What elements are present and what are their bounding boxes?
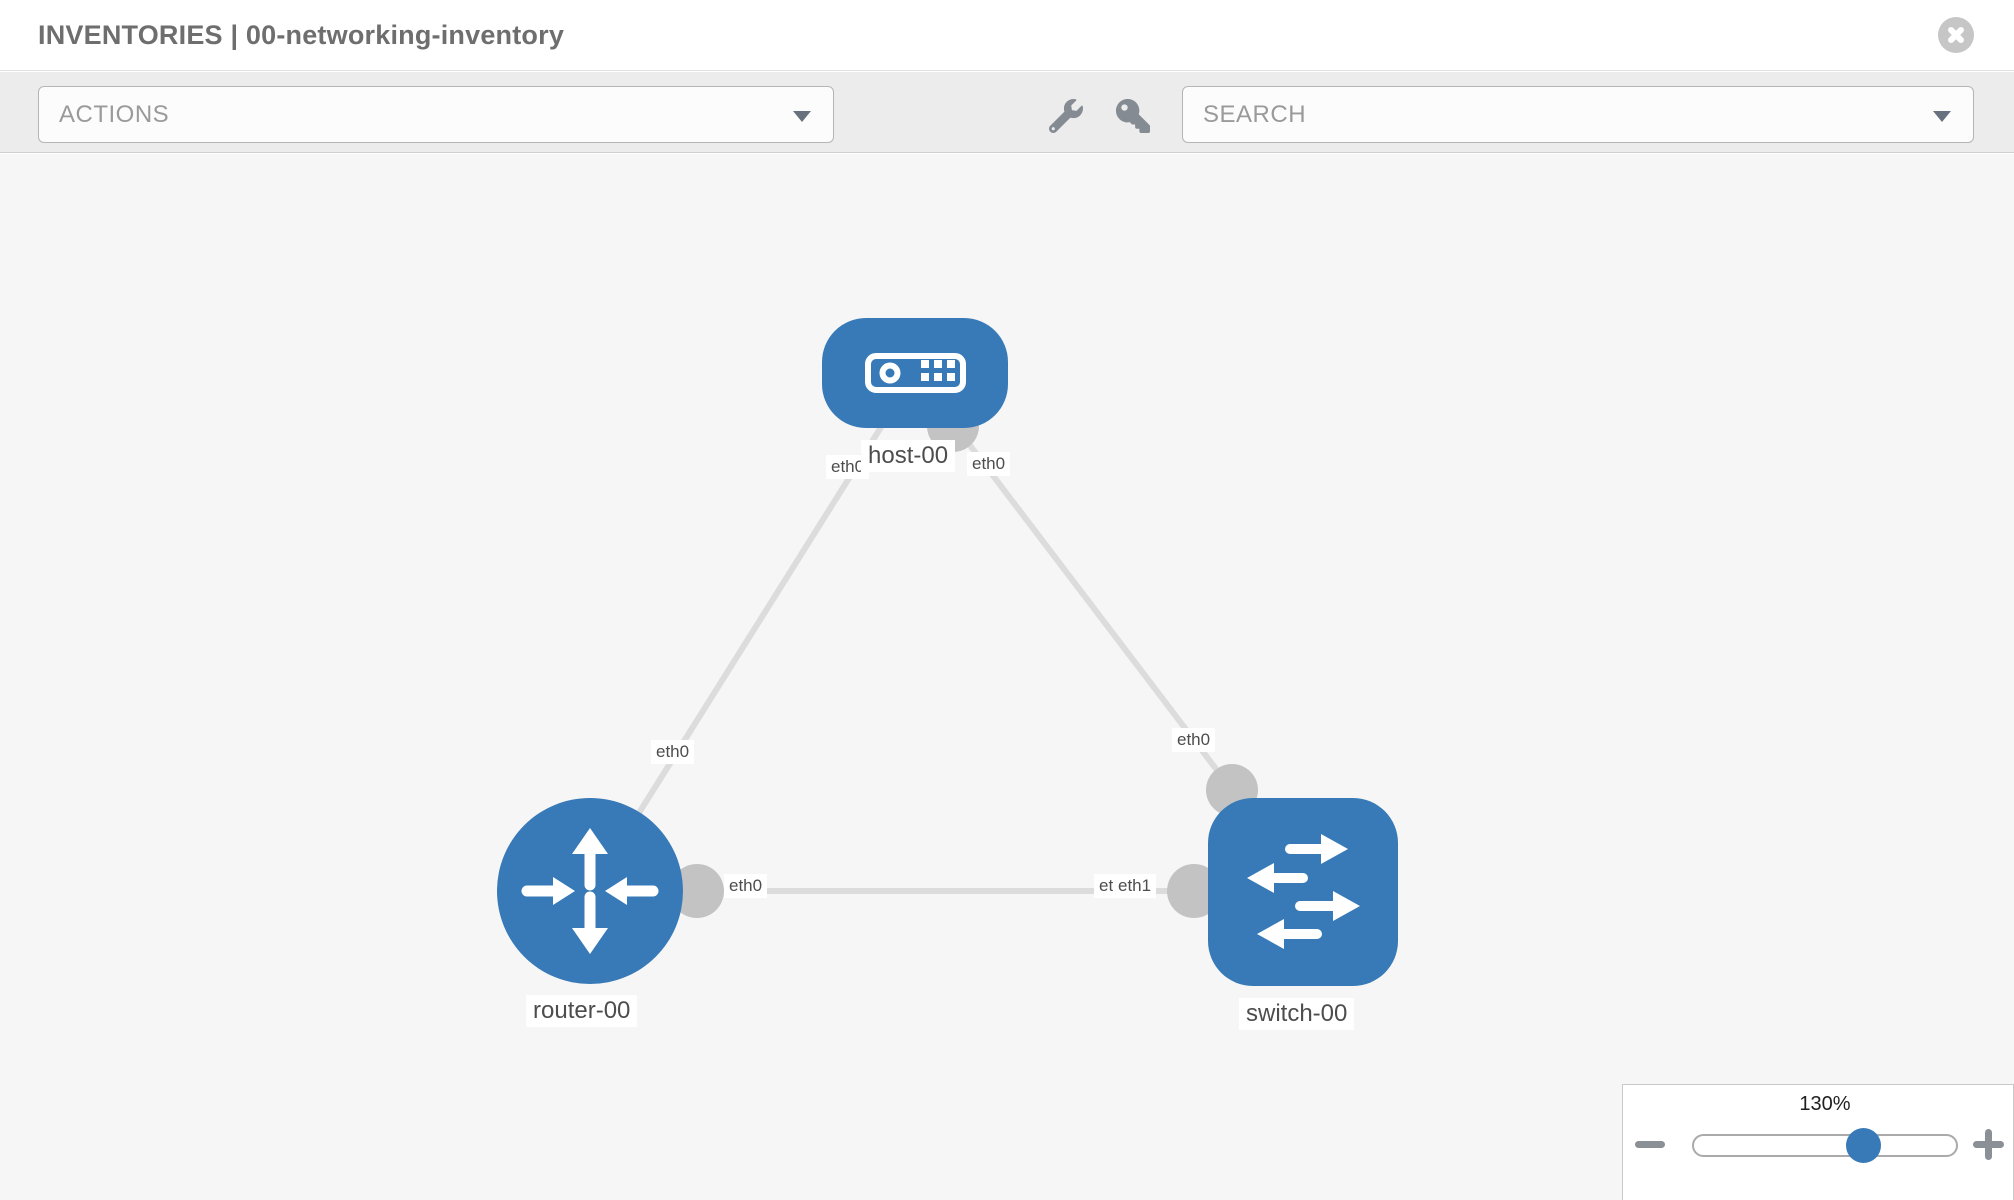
actions-dropdown-label: ACTIONS xyxy=(59,101,170,128)
zoom-slider[interactable] xyxy=(1692,1128,1958,1163)
interface-label: eth1 xyxy=(1113,874,1157,898)
search-dropdown-label: SEARCH xyxy=(1203,101,1307,128)
key-icon-svg xyxy=(1116,99,1150,133)
plus-icon-bar xyxy=(1985,1129,1992,1160)
node-label-router: router-00 xyxy=(526,995,638,1027)
wrench-icon[interactable] xyxy=(1048,99,1083,134)
zoom-panel: 130% xyxy=(1622,1084,2014,1200)
topology-canvas[interactable]: eth0 eth0 eth0 eth0 eth0 eth0 eth1 host-… xyxy=(0,154,2014,1200)
interface-label: eth0 xyxy=(1172,728,1216,752)
zoom-slider-thumb[interactable] xyxy=(1846,1128,1881,1163)
node-host[interactable] xyxy=(822,318,1008,428)
chevron-down-icon xyxy=(793,111,811,122)
interface-label: eth0 xyxy=(967,452,1011,476)
host-node-shape[interactable] xyxy=(822,318,1008,428)
actions-dropdown[interactable]: ACTIONS xyxy=(38,86,834,143)
close-button[interactable] xyxy=(1938,17,1974,53)
router-node-shape[interactable] xyxy=(497,798,683,984)
topology-graph xyxy=(497,318,1398,986)
zoom-level: 130% xyxy=(1799,1093,1851,1115)
header: INVENTORIES | 00-networking-inventory xyxy=(0,0,2014,71)
node-router[interactable] xyxy=(497,798,683,984)
interface-connector[interactable] xyxy=(670,864,724,918)
interface-label: eth0 xyxy=(724,874,768,898)
wrench-icon-svg xyxy=(1048,99,1083,134)
toolbar: ACTIONS SEARCH xyxy=(0,72,2014,153)
router-icon xyxy=(521,828,659,954)
interface-label: eth0 xyxy=(651,740,695,764)
switch-icon xyxy=(1247,834,1360,949)
zoom-in-icon[interactable] xyxy=(1973,1129,2004,1160)
zoom-out-icon[interactable] xyxy=(1635,1141,1665,1148)
node-switch[interactable] xyxy=(1208,798,1398,986)
interface-connectors xyxy=(670,400,1258,918)
key-icon[interactable] xyxy=(1116,99,1150,133)
page-title: INVENTORIES | 00-networking-inventory xyxy=(38,20,565,50)
host-icon xyxy=(865,353,966,393)
chevron-down-icon xyxy=(1933,111,1951,122)
node-label-switch: switch-00 xyxy=(1239,998,1355,1030)
switch-node-shape[interactable] xyxy=(1208,798,1398,986)
node-label-host: host-00 xyxy=(861,440,956,472)
search-dropdown[interactable]: SEARCH xyxy=(1182,86,1974,143)
interface-connector[interactable] xyxy=(1167,864,1221,918)
